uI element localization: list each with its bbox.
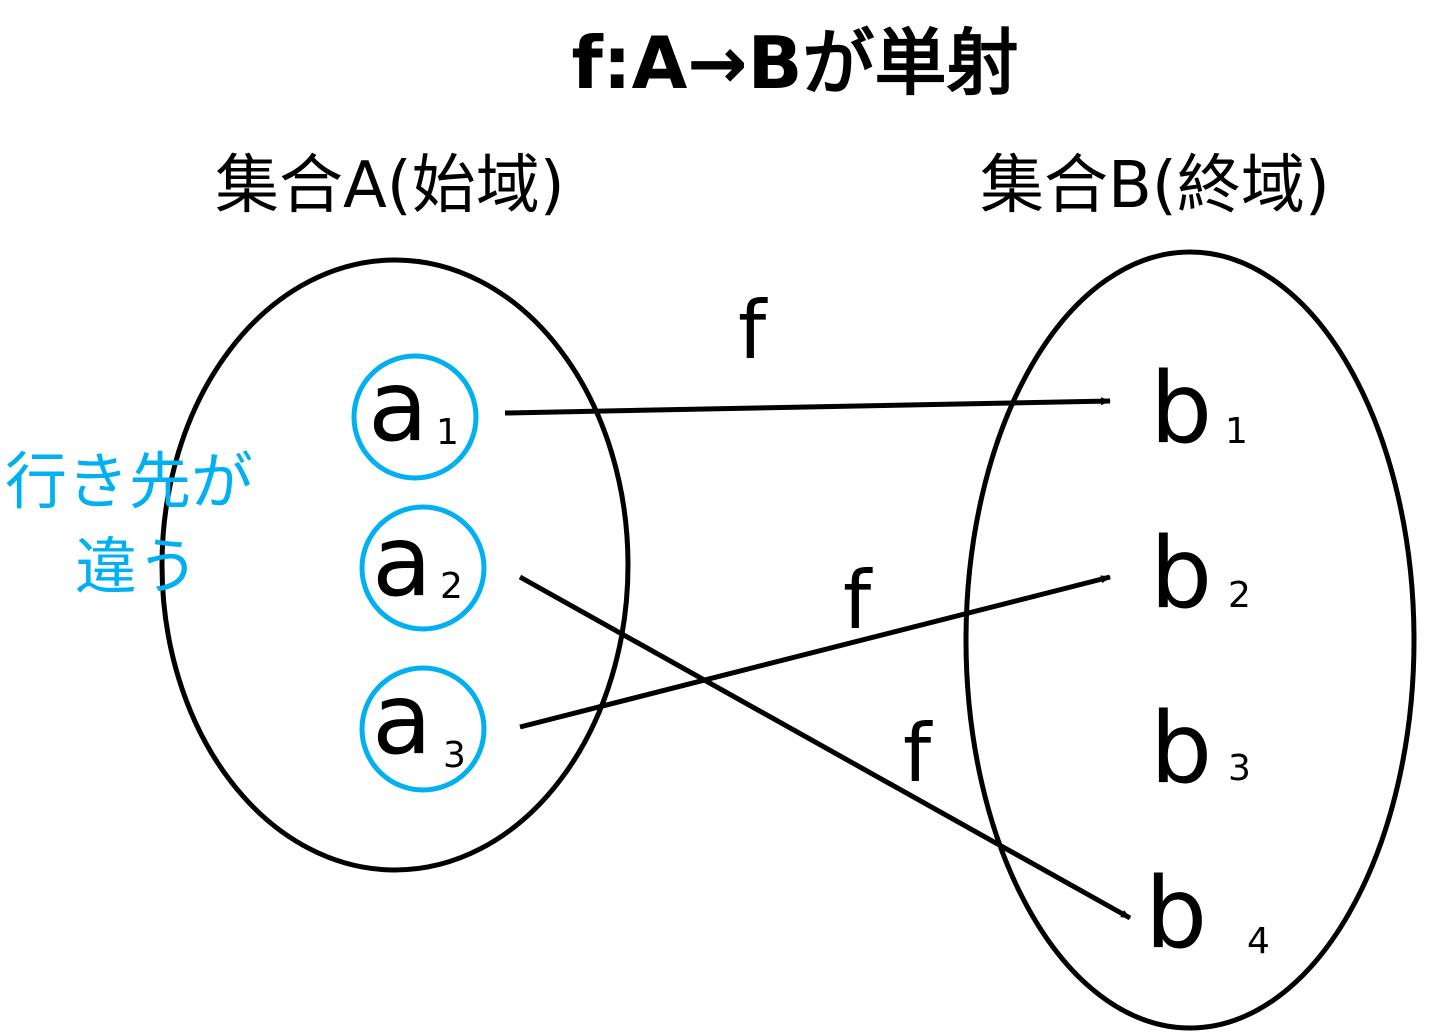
arrow-a2-b4	[518, 574, 1132, 921]
svg-text:b: b	[1150, 692, 1212, 806]
mapping-label-f: f	[738, 284, 768, 377]
arrow-a1-b1	[504, 397, 1111, 416]
element-a1: a 1	[368, 350, 459, 464]
svg-text:1: 1	[1225, 411, 1248, 452]
svg-text:a: a	[372, 663, 432, 777]
element-b1: b 1	[1150, 352, 1248, 466]
svg-text:2: 2	[1228, 575, 1251, 616]
set-a-ellipse	[159, 257, 631, 873]
arrow-a3-b2	[519, 574, 1111, 730]
set-b-label: 集合B(終域)	[980, 149, 1330, 223]
element-b4: b 4	[1145, 857, 1270, 971]
element-b2: b 2	[1150, 517, 1251, 631]
highlight-circle-a1	[351, 353, 479, 481]
diagram-title: f:A→Bが単射	[571, 21, 1018, 105]
note-line-2: 違う	[75, 530, 199, 603]
svg-text:2: 2	[440, 566, 463, 607]
svg-text:a: a	[368, 350, 428, 464]
mapping-label-f: f	[903, 707, 933, 800]
svg-text:1: 1	[436, 412, 459, 453]
highlight-circle-a3	[359, 665, 487, 793]
element-a2: a 2	[372, 505, 463, 619]
svg-text:4: 4	[1247, 921, 1270, 962]
mapping-label-f: f	[843, 554, 873, 647]
set-b-ellipse	[963, 249, 1417, 1031]
element-b3: b 3	[1150, 692, 1251, 806]
svg-text:3: 3	[443, 735, 466, 776]
highlight-circle-a2	[359, 504, 487, 632]
svg-text:3: 3	[1228, 748, 1251, 789]
element-a3: a 3	[372, 663, 466, 777]
svg-text:b: b	[1150, 352, 1212, 466]
svg-text:b: b	[1145, 857, 1207, 971]
set-a-label: 集合A(始域)	[215, 149, 565, 223]
svg-text:b: b	[1150, 517, 1212, 631]
svg-text:a: a	[372, 505, 432, 619]
note-line-1: 行き先が	[5, 445, 253, 518]
